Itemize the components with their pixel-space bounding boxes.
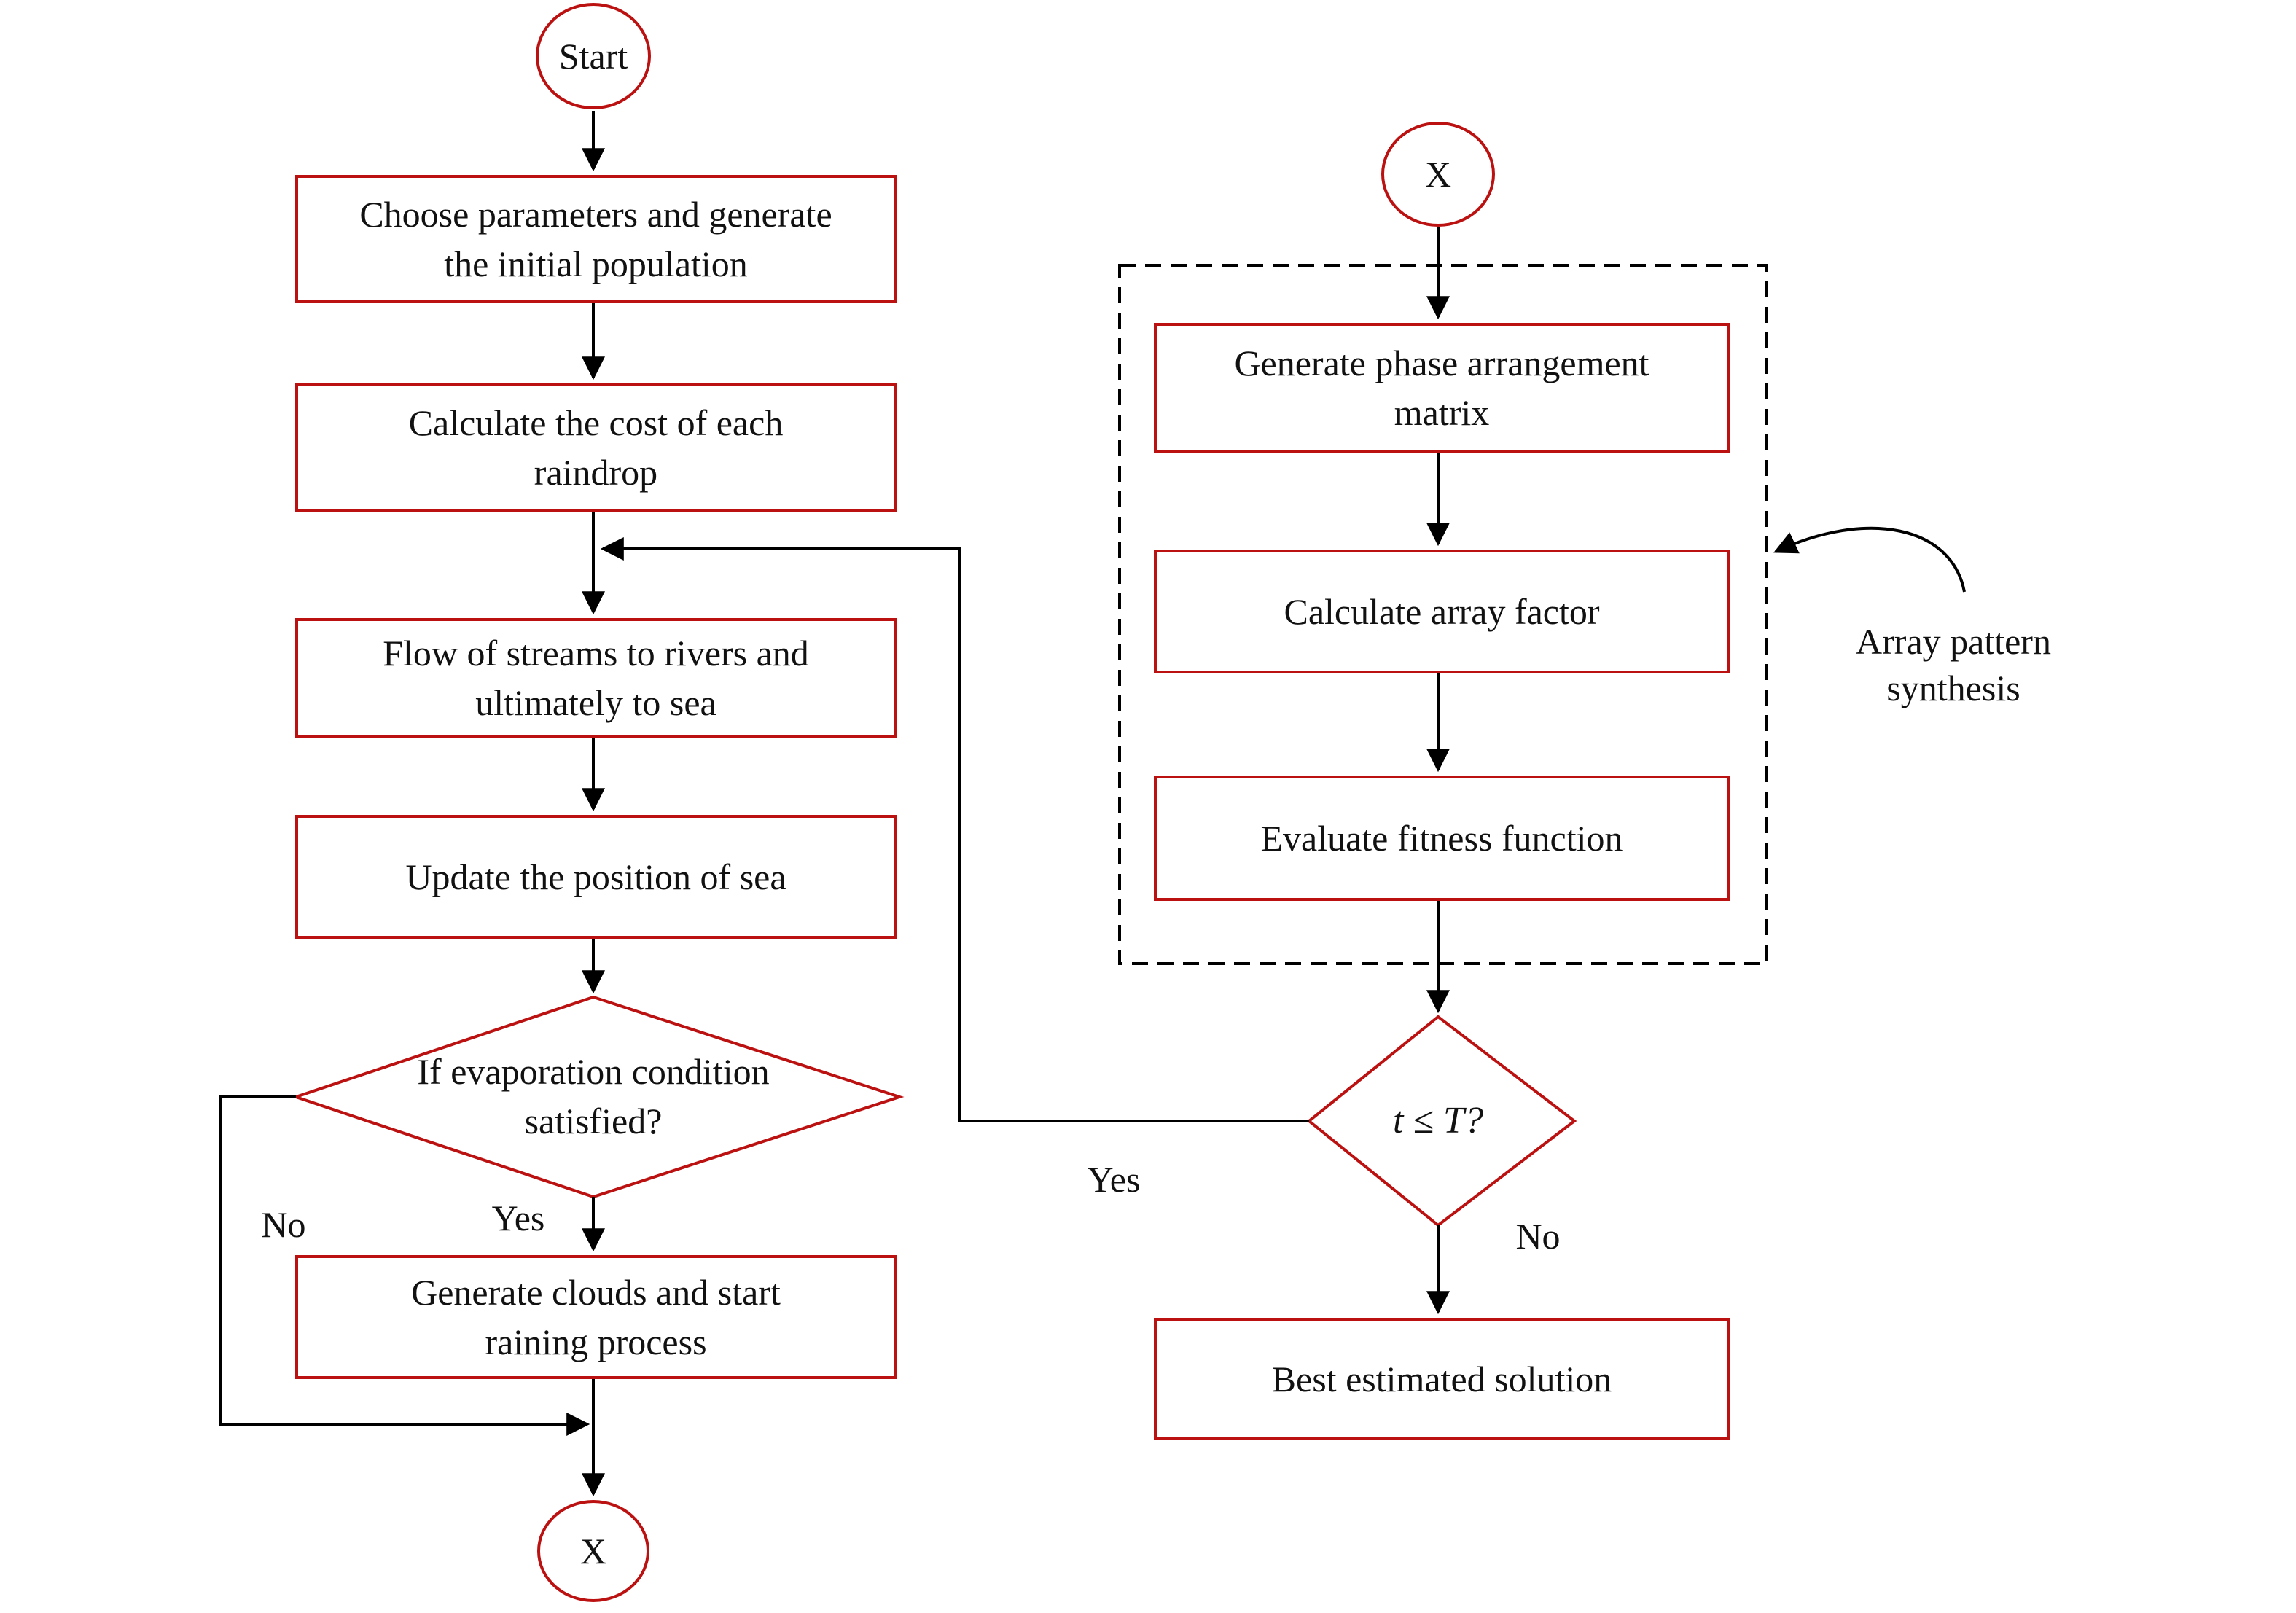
node-fitness: Evaluate fitness function — [1154, 776, 1730, 901]
text-line: Calculate the cost of each — [408, 402, 784, 443]
text-line: raining process — [485, 1321, 707, 1362]
connector-x-top-label: X — [1424, 154, 1452, 195]
node-flow-streams: Flow of streams to rivers and ultimately… — [295, 618, 897, 738]
node-flow-streams-label: Flow of streams to rivers and ultimately… — [383, 628, 809, 727]
node-update-sea-label: Update the position of sea — [405, 852, 786, 902]
dashed-group-box — [1118, 264, 1768, 965]
text-line: t ≤ T? — [1393, 1100, 1483, 1141]
text-line: Evaluate fitness function — [1260, 818, 1623, 859]
label-no-left: No — [261, 1204, 306, 1245]
edge-yes-feedback-loop — [600, 537, 1309, 1122]
node-array-factor: Calculate array factor — [1154, 550, 1730, 673]
connector-x-top: X — [1381, 122, 1495, 227]
start-label: Start — [558, 36, 628, 77]
node-array-factor-label: Calculate array factor — [1284, 587, 1599, 636]
node-phase-matrix-label: Generate phase arrangement matrix — [1234, 338, 1649, 437]
decision-evaporation-label: If evaporation condition satisfied? — [338, 1047, 848, 1146]
node-update-sea: Update the position of sea — [295, 815, 897, 939]
node-best-solution: Best estimated solution — [1154, 1318, 1730, 1440]
text-line: Choose parameters and generate — [359, 194, 832, 235]
node-calculate-cost-label: Calculate the cost of each raindrop — [409, 398, 784, 497]
label-no-right: No — [1515, 1216, 1561, 1257]
text-line: raindrop — [534, 452, 658, 493]
connector-x-bottom-label: X — [579, 1531, 607, 1571]
label-yes-left: Yes — [491, 1198, 545, 1238]
text-line: Generate clouds and start — [411, 1272, 781, 1313]
text-line: ultimately to sea — [475, 682, 716, 723]
text-line: Array pattern — [1856, 621, 2051, 662]
node-phase-matrix: Generate phase arrangement matrix — [1154, 323, 1730, 453]
node-choose-parameters-label: Choose parameters and generate the initi… — [359, 190, 832, 289]
node-generate-clouds-label: Generate clouds and start raining proces… — [411, 1268, 781, 1367]
node-start: Start — [536, 3, 651, 109]
node-fitness-label: Evaluate fitness function — [1260, 813, 1623, 863]
text-line: Update the position of sea — [405, 856, 786, 897]
edge-no-loop — [219, 1095, 590, 1436]
text-line: matrix — [1394, 392, 1490, 433]
text-line: If evaporation condition — [417, 1051, 770, 1092]
node-calculate-cost: Calculate the cost of each raindrop — [295, 383, 897, 512]
label-array-pattern-synthesis: Array pattern synthesis — [1771, 618, 2136, 711]
text-line: Generate phase arrangement — [1234, 343, 1649, 383]
text-line: Flow of streams to rivers and — [383, 633, 809, 673]
connector-x-bottom: X — [537, 1500, 649, 1602]
text-line: Best estimated solution — [1271, 1359, 1612, 1399]
text-line: synthesis — [1886, 668, 2020, 708]
node-generate-clouds: Generate clouds and start raining proces… — [295, 1255, 897, 1379]
node-best-solution-label: Best estimated solution — [1272, 1354, 1612, 1404]
curved-annotation-arrow — [1773, 526, 1966, 593]
decision-iteration-label: t ≤ T? — [1329, 1096, 1547, 1146]
text-line: the initial population — [444, 243, 748, 284]
node-choose-parameters: Choose parameters and generate the initi… — [295, 175, 897, 303]
text-line: satisfied? — [524, 1101, 663, 1141]
text-line: Calculate array factor — [1284, 591, 1600, 632]
label-yes-right: Yes — [1087, 1159, 1141, 1200]
